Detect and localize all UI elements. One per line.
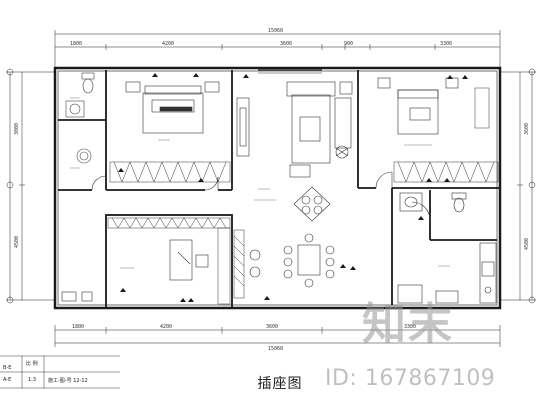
sofa-set-icon: [286, 81, 353, 178]
room-annotations: [70, 97, 450, 269]
toilet-left-icon: [81, 72, 95, 94]
wardrobe-master-icon: [109, 161, 231, 183]
bottom-dimension-line: [54, 325, 501, 347]
dim-bottom-3: 3600: [266, 324, 278, 330]
title-block-r1c1: B-E: [3, 365, 12, 371]
wardrobe-right-icon: [393, 87, 499, 183]
grid-bubble-right-mid: [528, 181, 536, 189]
title-block: [0, 355, 120, 389]
watermark-id: ID: 167867109: [325, 366, 496, 391]
dim-left-2: 4500: [14, 236, 20, 248]
bed-right-icon: [377, 77, 459, 135]
interior-walls: [58, 70, 500, 309]
dim-bottom-4: 3300: [404, 324, 416, 330]
dim-right-1: 3600: [524, 123, 530, 135]
dining-table-icon: [283, 233, 335, 288]
dim-top-5: 3300: [440, 41, 452, 47]
dim-bottom-2: 4200: [160, 324, 172, 330]
stools-icon: [249, 249, 261, 278]
dim-top-1: 1800: [70, 41, 82, 47]
master-bed-icon: [125, 81, 220, 134]
grid-bubble-right-top: [528, 68, 536, 76]
dim-top-4: 900: [344, 41, 353, 47]
right-dimension-line: [500, 71, 536, 301]
dim-top-overall: 15060: [268, 28, 283, 34]
title-block-r2c1: A-E: [3, 377, 12, 383]
grid-bubble-left-bottom: [6, 296, 14, 304]
study-desk-icon: [169, 239, 209, 281]
title-block-r1c2: 比 例: [26, 361, 38, 367]
dim-top-2: 4200: [162, 41, 174, 47]
washbasin-left-icon: [65, 100, 85, 118]
door-swings: [91, 69, 431, 221]
plant-icon: [335, 145, 349, 159]
grid-bubble-left-mid: [6, 181, 14, 189]
kitchen-counter-icon: [397, 242, 497, 304]
watermark-brand: 知末: [362, 299, 454, 350]
dim-right-2: 4500: [524, 238, 530, 250]
dim-bottom-overall: 15060: [268, 346, 283, 352]
grid-bubble-right-bottom: [528, 296, 536, 304]
left-dimension-line: [6, 71, 55, 301]
chair-left-icon: [76, 148, 92, 164]
bathroom-fixtures-right-icon: [399, 192, 467, 213]
storage-cabinet-icon: [233, 229, 245, 299]
socket-markers: [61, 73, 468, 302]
title-block-r2c2: 1:3: [28, 377, 37, 383]
dim-left-1: 3000: [14, 123, 20, 135]
tv-cabinet-icon: [236, 97, 250, 157]
drawing-title: 插座图: [257, 376, 303, 392]
compass-rose-icon: [293, 186, 331, 222]
grid-bubble-left-top: [6, 68, 14, 76]
top-dimension-line: [54, 30, 501, 68]
dim-bottom-1: 1800: [72, 324, 84, 330]
title-block-r2c3: 施工-图-号 12-12: [48, 378, 88, 384]
bookshelf-icon: [107, 217, 231, 305]
dim-top-3: 3600: [280, 41, 292, 47]
